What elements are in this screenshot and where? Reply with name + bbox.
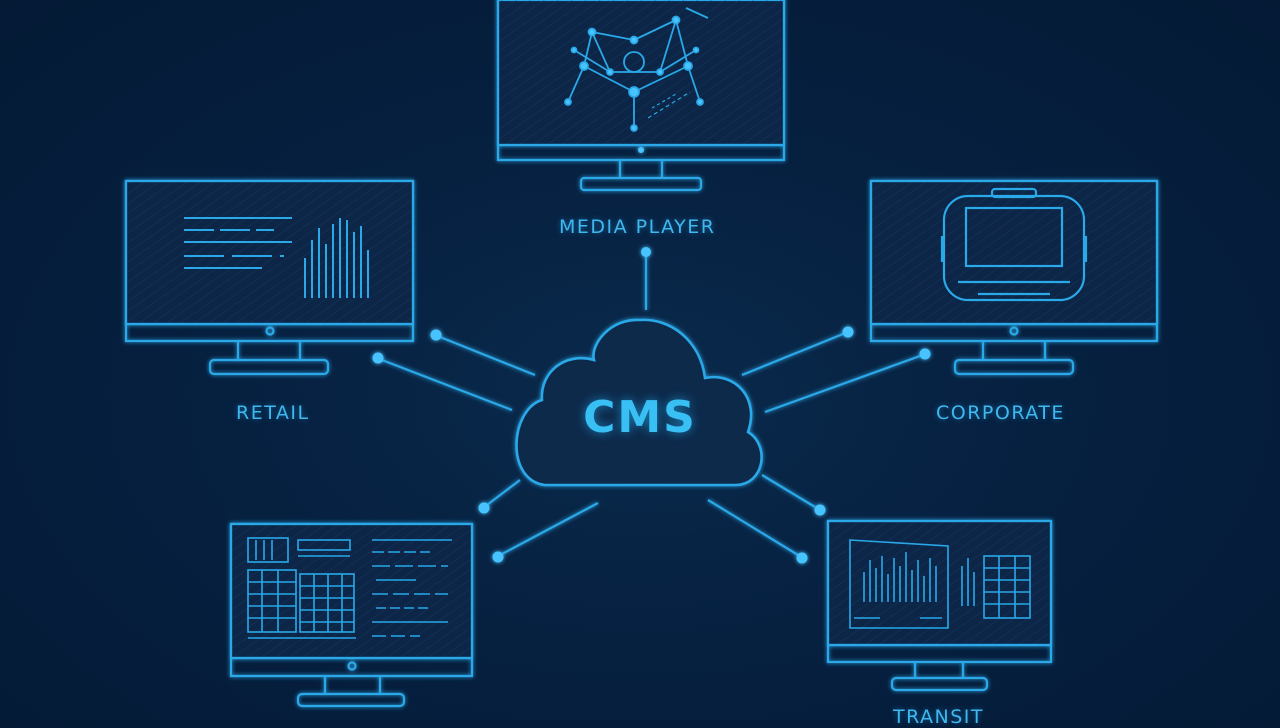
connector-node bbox=[814, 504, 826, 516]
monitor-retail bbox=[124, 179, 415, 376]
connector-node bbox=[842, 326, 854, 338]
label-media-player: MEDIA PLAYER bbox=[559, 216, 716, 238]
laptop-icon bbox=[940, 187, 1088, 302]
connector-transit-upper bbox=[761, 474, 816, 508]
cms-hub-label: CMS bbox=[583, 392, 697, 443]
monitor-corporate bbox=[869, 179, 1159, 376]
connector-node bbox=[372, 352, 384, 364]
connectors bbox=[372, 247, 931, 564]
connector-corporate-lower bbox=[764, 354, 921, 414]
label-retail: RETAIL bbox=[236, 402, 310, 424]
cms-cloud bbox=[515, 318, 763, 487]
monitor-stand bbox=[208, 358, 330, 376]
connector-node bbox=[919, 348, 931, 360]
bar-chart-icon bbox=[184, 217, 369, 298]
power-led bbox=[265, 326, 275, 336]
monitor-bottom-left bbox=[229, 522, 474, 708]
connector-node bbox=[796, 552, 808, 564]
transit-board-icon bbox=[849, 539, 1031, 629]
connector-retail-upper bbox=[439, 335, 536, 377]
monitor-frame bbox=[826, 519, 1053, 664]
connector-corporate-upper bbox=[741, 332, 844, 377]
connector-bottom-left-lower bbox=[501, 502, 599, 555]
monitor-frame bbox=[496, 0, 786, 162]
connector-node bbox=[430, 329, 442, 341]
network-graph-icon bbox=[564, 7, 709, 132]
power-led bbox=[1009, 326, 1019, 336]
label-corporate: CORPORATE bbox=[936, 402, 1065, 424]
monitor-stand bbox=[890, 676, 989, 692]
connector-node bbox=[478, 502, 490, 514]
monitor-media-player bbox=[496, 0, 786, 192]
connector-node bbox=[641, 247, 651, 257]
power-led bbox=[347, 661, 357, 671]
connector-retail-lower bbox=[381, 358, 513, 412]
power-led bbox=[638, 147, 644, 153]
connector-transit-lower bbox=[707, 499, 799, 556]
monitor-transit bbox=[826, 519, 1053, 692]
spreadsheet-icon bbox=[247, 537, 452, 639]
monitor-stand bbox=[579, 176, 703, 192]
connector-bottom-left-upper bbox=[486, 479, 521, 506]
monitor-stand bbox=[296, 692, 406, 708]
monitor-frame bbox=[229, 522, 474, 678]
monitor-frame bbox=[124, 179, 415, 343]
monitor-stand bbox=[953, 358, 1075, 376]
monitor-frame bbox=[869, 179, 1159, 343]
label-transit: TRANSIT bbox=[893, 706, 985, 728]
connector-node bbox=[492, 551, 504, 563]
